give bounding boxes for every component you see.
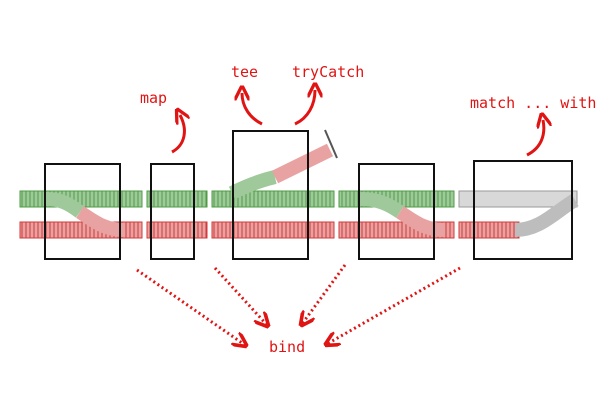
map-label: map bbox=[140, 89, 167, 107]
dotted-arrow-icon bbox=[327, 266, 461, 344]
top-track bbox=[458, 190, 578, 208]
dotted-arrow-icon bbox=[302, 264, 347, 324]
buffer-stop bbox=[324, 129, 338, 159]
dotted-arrow-icon bbox=[136, 268, 245, 345]
curved-arrow-icon bbox=[294, 90, 315, 126]
segment-frame bbox=[150, 163, 195, 260]
curved-arrow-icon bbox=[242, 93, 263, 126]
dotted-arrow-icon bbox=[213, 266, 267, 325]
segment-frame bbox=[232, 130, 309, 260]
curved-arrow-icon bbox=[171, 115, 184, 154]
switch-curve-green bbox=[359, 192, 404, 218]
segment-frame bbox=[473, 160, 573, 260]
map-adapter bbox=[146, 163, 208, 260]
match-with-label: match ... with bbox=[470, 94, 596, 112]
switch-curve-green bbox=[44, 192, 85, 218]
failure-track bbox=[211, 221, 335, 239]
curved-arrow-icon bbox=[526, 120, 544, 157]
failure-track bbox=[458, 221, 520, 239]
try-catch-label: tryCatch bbox=[292, 63, 364, 81]
failure-track bbox=[146, 221, 208, 239]
side-branch-red bbox=[271, 143, 334, 184]
tee-label: tee bbox=[231, 63, 258, 81]
success-track bbox=[211, 190, 335, 208]
bind-label: bind bbox=[269, 338, 305, 356]
two-track-switch-2 bbox=[338, 163, 455, 260]
match-with-adapter bbox=[458, 160, 579, 260]
merge-curve bbox=[514, 193, 579, 237]
segment-frame bbox=[44, 163, 121, 260]
tee-adapter bbox=[211, 129, 338, 260]
side-branch-green bbox=[228, 170, 277, 200]
segment-frame bbox=[358, 163, 435, 260]
two-track-switch bbox=[19, 163, 143, 260]
success-track bbox=[146, 190, 208, 208]
switch-curve-red bbox=[396, 206, 446, 237]
